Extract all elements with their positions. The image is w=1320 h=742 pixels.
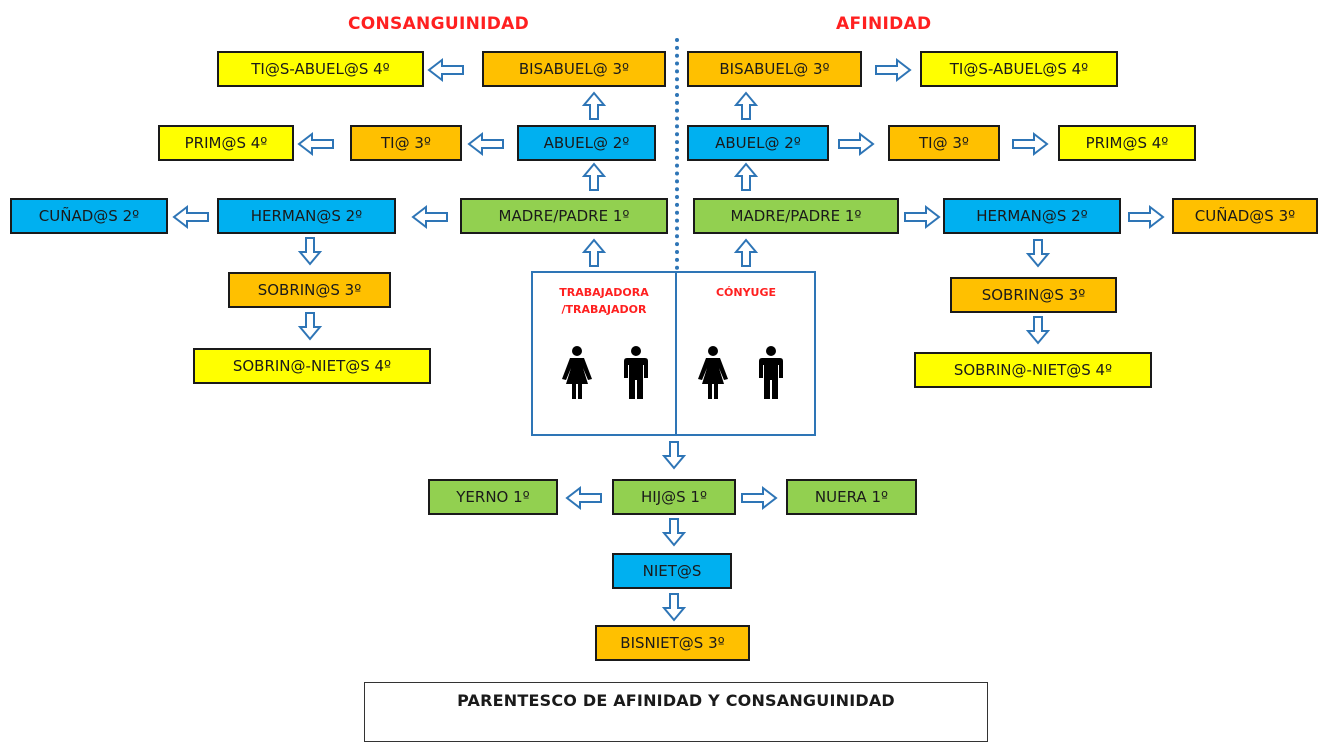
nuera-box: NUERA 1º [786, 479, 917, 515]
arrow-down-icon [1025, 316, 1051, 345]
right-tio-box: TI@ 3º [888, 125, 1000, 161]
arrow-down-icon [297, 312, 323, 341]
spouse-label: CÓNYUGE [715, 286, 777, 299]
footer-title: PARENTESCO DE AFINIDAD Y CONSANGUINIDAD [457, 691, 895, 710]
left-bisabuelo-box: BISABUEL@ 3º [482, 51, 666, 87]
arrow-down-icon [661, 518, 687, 547]
right-tios-abuelos-box: TI@S-ABUEL@S 4º [920, 51, 1118, 87]
woman-icon [698, 346, 728, 399]
arrow-down-icon [661, 593, 687, 622]
right-bisabuelo-box: BISABUEL@ 3º [687, 51, 862, 87]
yerno-box: YERNO 1º [428, 479, 558, 515]
right-sobrinos-box: SOBRIN@S 3º [950, 277, 1117, 313]
nietos-box: NIET@S [612, 553, 732, 589]
woman-icon [562, 346, 592, 399]
arrow-up-icon [733, 238, 759, 267]
left-primos-box: PRIM@S 4º [158, 125, 294, 161]
arrow-right-icon [1128, 204, 1165, 230]
consanguinidad-header: CONSANGUINIDAD [348, 14, 529, 34]
center-dotted-separator [675, 38, 679, 270]
couple-box: TRABAJADORA /TRABAJADOR CÓNYUGE [531, 271, 816, 436]
worker-label: TRABAJADORA /TRABAJADOR [559, 286, 649, 316]
couple-divider [675, 273, 677, 434]
arrow-up-icon [581, 162, 607, 191]
arrow-right-icon [904, 204, 941, 230]
left-cunados-box: CUÑAD@S 2º [10, 198, 168, 234]
arrow-left-icon [467, 131, 504, 157]
bisnietos-box: BISNIET@S 3º [595, 625, 750, 661]
arrow-up-icon [733, 91, 759, 120]
left-madre-padre-box: MADRE/PADRE 1º [460, 198, 668, 234]
left-tio-box: TI@ 3º [350, 125, 462, 161]
left-abuelo-box: ABUEL@ 2º [517, 125, 656, 161]
left-hermanos-box: HERMAN@S 2º [217, 198, 396, 234]
arrow-down-icon [1025, 239, 1051, 268]
arrow-left-icon [427, 57, 464, 83]
arrow-left-icon [411, 204, 448, 230]
arrow-left-icon [172, 204, 209, 230]
right-sobrino-nietos-box: SOBRIN@-NIET@S 4º [914, 352, 1152, 388]
left-sobrinos-box: SOBRIN@S 3º [228, 272, 391, 308]
footer-title-box: PARENTESCO DE AFINIDAD Y CONSANGUINIDAD [364, 682, 988, 742]
arrow-left-icon [297, 131, 334, 157]
arrow-down-icon [297, 237, 323, 266]
man-icon [759, 346, 783, 399]
right-hermanos-box: HERMAN@S 2º [943, 198, 1121, 234]
right-primos-box: PRIM@S 4º [1058, 125, 1196, 161]
arrow-down-icon [661, 441, 687, 470]
arrow-up-icon [581, 238, 607, 267]
right-abuelo-box: ABUEL@ 2º [687, 125, 829, 161]
afinidad-header: AFINIDAD [836, 14, 932, 34]
arrow-up-icon [581, 91, 607, 120]
arrow-up-icon [733, 162, 759, 191]
arrow-right-icon [741, 485, 778, 511]
right-cunados-box: CUÑAD@S 3º [1172, 198, 1318, 234]
right-madre-padre-box: MADRE/PADRE 1º [693, 198, 899, 234]
arrow-left-icon [565, 485, 602, 511]
man-icon [624, 346, 648, 399]
left-sobrino-nietos-box: SOBRIN@-NIET@S 4º [193, 348, 431, 384]
arrow-right-icon [875, 57, 912, 83]
left-tios-abuelos-box: TI@S-ABUEL@S 4º [217, 51, 424, 87]
arrow-right-icon [1012, 131, 1049, 157]
arrow-right-icon [838, 131, 875, 157]
hijos-box: HIJ@S 1º [612, 479, 736, 515]
